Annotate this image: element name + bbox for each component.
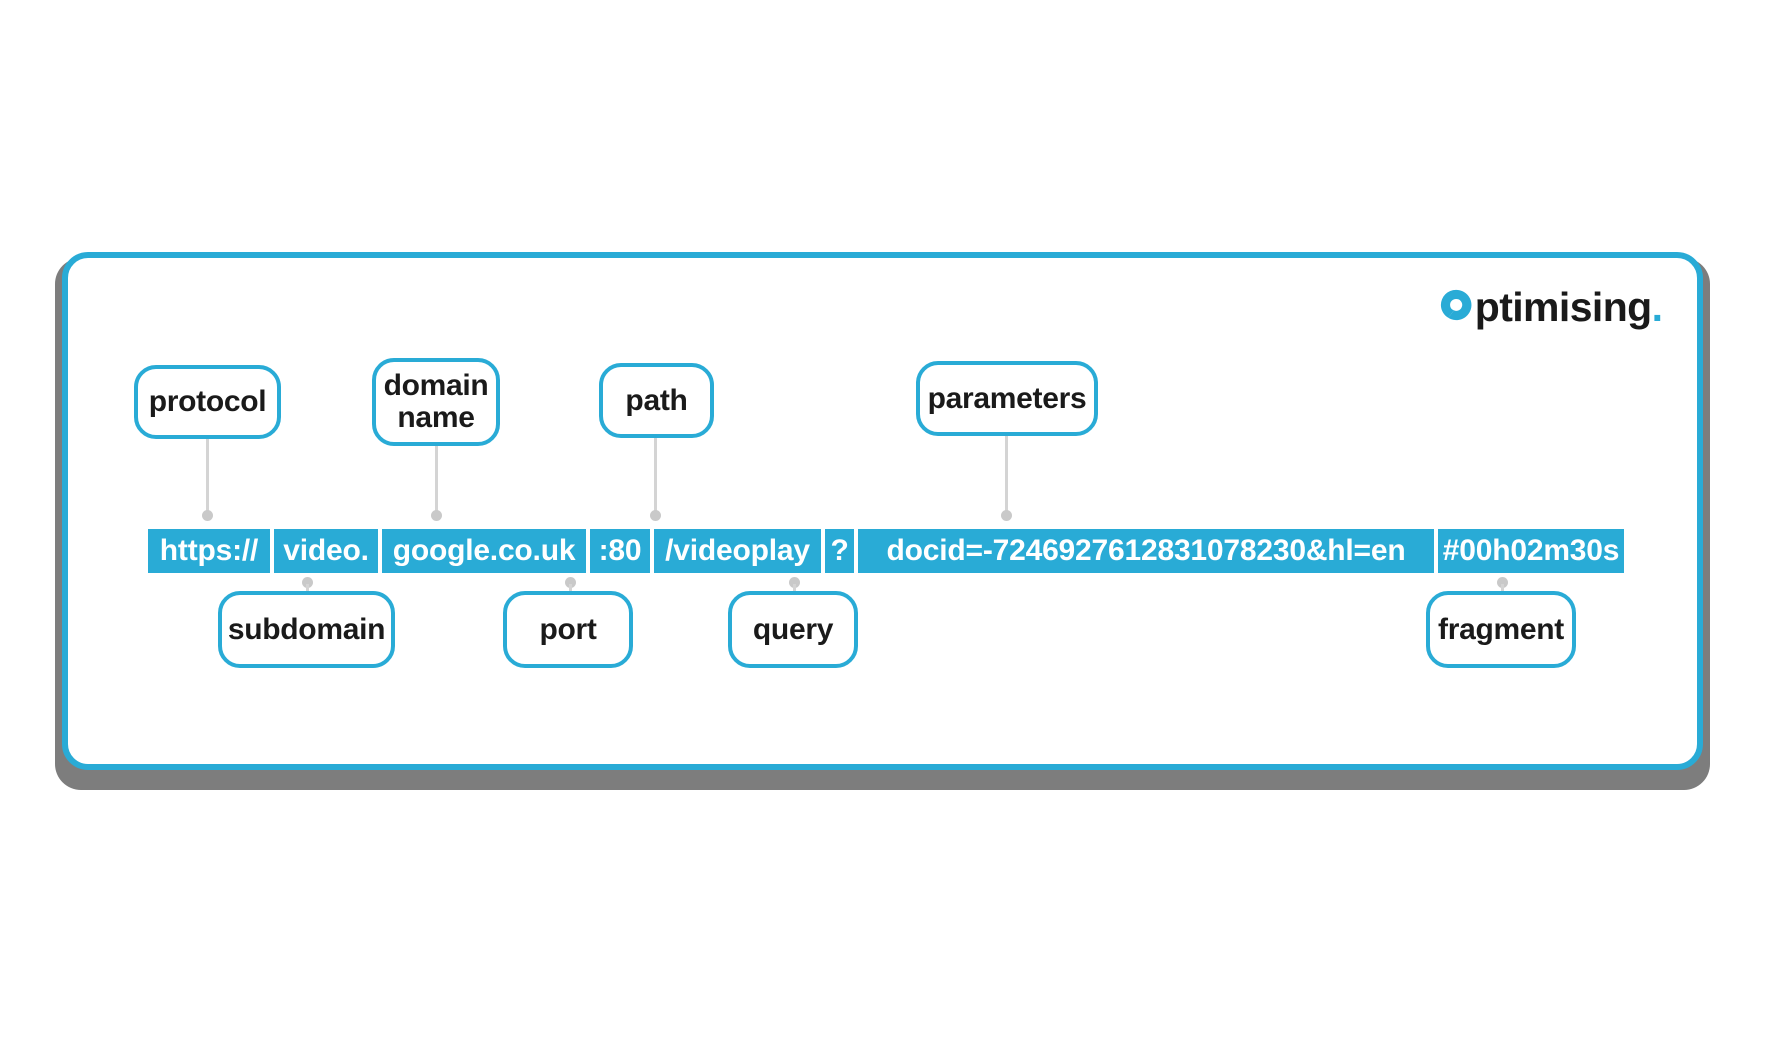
url-bar: https:// video. google.co.uk :80 /videop… bbox=[148, 529, 1624, 573]
label-path-text: path bbox=[625, 383, 688, 417]
label-fragment-text: fragment bbox=[1438, 612, 1564, 646]
url-segment-query[interactable]: ? bbox=[825, 529, 854, 573]
url-segment-parameters[interactable]: docid=-7246927612831078230&hl=en bbox=[858, 529, 1434, 573]
label-protocol-text: protocol bbox=[148, 385, 267, 419]
connector-dot-query bbox=[789, 577, 800, 588]
label-query-text: query bbox=[752, 612, 834, 646]
label-domain-name[interactable]: domain name bbox=[372, 358, 500, 446]
url-segment-subdomain[interactable]: video. bbox=[274, 529, 378, 573]
logo-dot: . bbox=[1651, 283, 1663, 330]
url-segment-domain[interactable]: google.co.uk bbox=[382, 529, 586, 573]
connector-dot-protocol bbox=[202, 510, 213, 521]
connector-parameters bbox=[1005, 436, 1008, 517]
connector-dot-port bbox=[565, 577, 576, 588]
logo-wordmark: ptimising bbox=[1474, 283, 1652, 330]
connector-dot-fragment bbox=[1497, 577, 1508, 588]
label-port[interactable]: port bbox=[503, 591, 633, 668]
optimising-o-icon bbox=[1440, 289, 1472, 321]
label-protocol[interactable]: protocol bbox=[134, 365, 281, 439]
label-port-text: port bbox=[539, 612, 597, 646]
label-query[interactable]: query bbox=[728, 591, 858, 668]
url-segment-port[interactable]: :80 bbox=[590, 529, 650, 573]
label-subdomain[interactable]: subdomain bbox=[218, 591, 395, 668]
label-path[interactable]: path bbox=[599, 363, 714, 438]
url-segment-protocol[interactable]: https:// bbox=[148, 529, 270, 573]
connector-dot-parameters bbox=[1001, 510, 1012, 521]
url-segment-fragment[interactable]: #00h02m30s bbox=[1438, 529, 1624, 573]
connector-protocol bbox=[206, 439, 209, 517]
url-segment-path[interactable]: /videoplay bbox=[654, 529, 821, 573]
connector-path bbox=[654, 438, 657, 517]
label-parameters[interactable]: parameters bbox=[916, 361, 1098, 436]
connector-dot-path bbox=[650, 510, 661, 521]
optimising-logo: ptimising . bbox=[1438, 282, 1663, 328]
diagram-card: ptimising . protocol domain name path pa… bbox=[62, 252, 1703, 770]
connector-domain-name bbox=[435, 446, 438, 517]
label-parameters-text: parameters bbox=[927, 381, 1087, 415]
label-domain-name-line2: name bbox=[397, 401, 475, 434]
label-subdomain-text: subdomain bbox=[227, 612, 386, 646]
connector-dot-subdomain bbox=[302, 577, 313, 588]
connector-dot-domain-name bbox=[431, 510, 442, 521]
label-fragment[interactable]: fragment bbox=[1426, 591, 1576, 668]
label-domain-name-line1: domain bbox=[383, 369, 489, 403]
